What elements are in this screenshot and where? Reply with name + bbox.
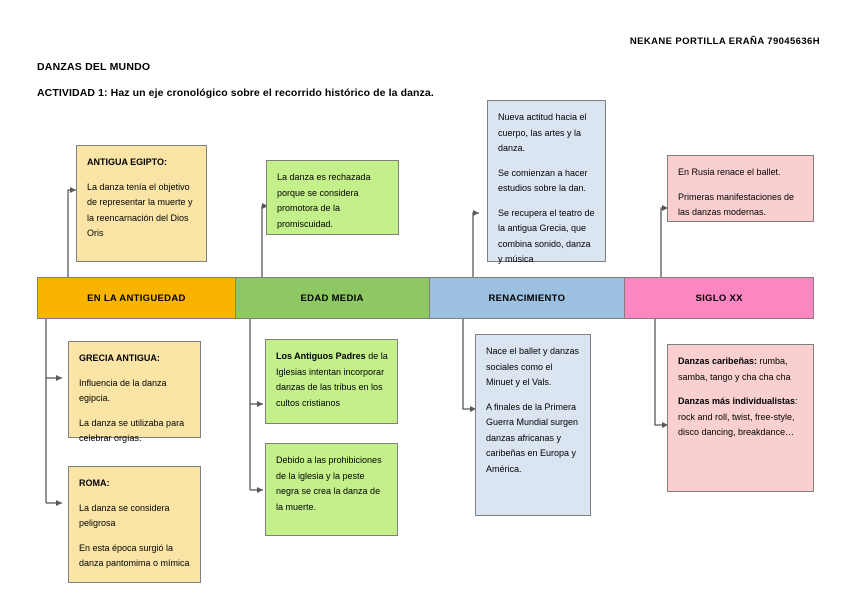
note-antiguos-padres[interactable]: Los Antiguos Padres de la Iglesias inten… [265,339,398,424]
timeline-segment-label: RENACIMIENTO [488,292,566,304]
note-paragraph-2: La danza se utilizaba para celebrar orgí… [79,417,185,444]
note-paragraph-2: En esta época surgió la danza pantomima … [79,542,190,569]
note-paragraph-2: Se comienzan a hacer estudios sobre la d… [498,167,588,194]
note-rest: de la Iglesias intentan incorporar danza… [276,351,388,408]
timeline-segment-label: EN LA ANTIGUEDAD [87,292,186,304]
activity-subtitle: ACTIVIDAD 1: Haz un eje cronológico sobr… [37,87,434,99]
note-paragraph-1: Nace el ballet y danzas sociales como el… [486,346,580,387]
student-id-text: NEKANE PORTILLA ERAÑA 79045636H [629,36,820,47]
note-siglo-xx-ballet-ruso[interactable]: En Rusia renace el ballet. Primeras mani… [667,155,814,222]
note-lead-1: Danzas caribeñas: [678,356,758,366]
note-paragraph-2: A finales de la Primera Guerra Mundial s… [486,401,579,474]
timeline-segment-antiguedad[interactable]: EN LA ANTIGUEDAD [37,277,236,319]
note-peste-negra[interactable]: Debido a las prohibiciones de la iglesia… [265,443,398,536]
note-nace-ballet[interactable]: Nace el ballet y danzas sociales como el… [475,334,591,516]
note-rest-1: rumba, samba, tango y cha cha cha [678,356,791,382]
note-grecia-antigua[interactable]: GRECIA ANTIGUA: Influencia de la danza e… [68,341,201,443]
timeline-segment-siglo-xx[interactable]: SIGLO XX [624,277,814,319]
wire-egipto [67,187,76,277]
note-paragraph-1: La danza se considera peligrosa [79,502,170,529]
note-paragraph-1: Influencia de la danza egipcia. [79,377,167,404]
note-paragraph-2: Danzas más individualistas: rock and rol… [678,394,804,441]
timeline-segment-label: SIGLO XX [695,292,743,304]
note-rest-2: : rock and roll, twist, free-style, disc… [678,396,798,437]
note-lead: Los Antiguos Padres [276,351,366,361]
note-paragraph-2: Primeras manifestaciones de las danzas m… [678,191,795,218]
note-renacimiento-nueva-actitud[interactable]: Nueva actitud hacia el cuerpo, las artes… [487,100,606,264]
note-roma[interactable]: ROMA: La danza se considera peligrosa En… [68,466,201,583]
note-danzas-modernas[interactable]: Danzas caribeñas: rumba, samba, tango y … [667,344,814,492]
note-body: Debido a las prohibiciones de la iglesia… [276,455,382,512]
note-edad-media-rechazo[interactable]: La danza es rechazada porque se consider… [266,160,399,235]
timeline-segment-label: EDAD MEDIA [300,292,364,304]
note-body: La danza tenía el objetivo de representa… [87,181,193,239]
note-paragraph-1: Nueva actitud hacia el cuerpo, las artes… [498,112,587,153]
note-heading: GRECIA ANTIGUA: [79,353,160,363]
note-heading: ANTIGUA EGIPTO: [87,157,168,167]
note-paragraph-3: Se recupera el teatro de la antigua Grec… [498,207,595,265]
note-paragraph-1: Danzas caribeñas: rumba, samba, tango y … [678,354,804,385]
timeline-segment-renacimiento[interactable]: RENACIMIENTO [428,277,626,319]
note-body: Los Antiguos Padres de la Iglesias inten… [276,349,388,411]
note-lead-2: Danzas más individualistas [678,396,796,406]
wire-renacimiento-top [472,210,479,277]
timeline-bar: EN LA ANTIGUEDAD EDAD MEDIA RENACIMIENTO… [37,277,814,319]
timeline-segment-edad-media[interactable]: EDAD MEDIA [234,277,430,319]
note-paragraph-1: En Rusia renace el ballet. [678,167,781,177]
note-heading: ROMA: [79,478,110,488]
note-antigua-egipto[interactable]: ANTIGUA EGIPTO: La danza tenía el objeti… [76,145,207,262]
page-title: DANZAS DEL MUNDO [37,61,151,73]
note-body: La danza es rechazada porque se consider… [277,172,371,229]
